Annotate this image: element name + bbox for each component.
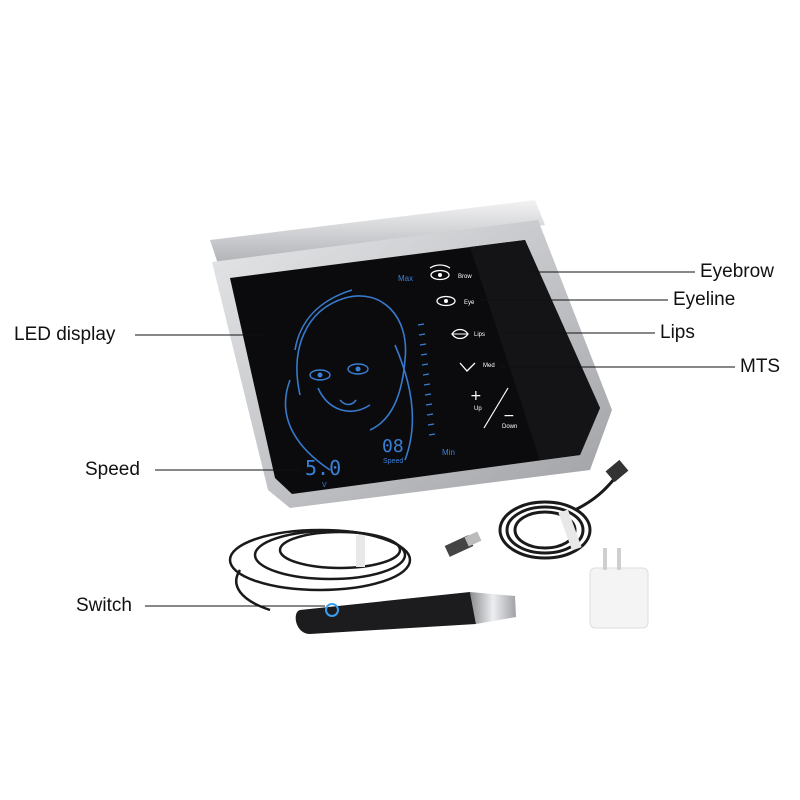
mode-label-brow: Brow: [458, 274, 472, 280]
up-label: Up: [474, 406, 482, 412]
mode-button-eye[interactable]: Eye: [436, 295, 475, 307]
tablet-device: [210, 200, 612, 508]
check-icon: [459, 362, 476, 372]
callout-lips: Lips: [660, 322, 695, 343]
mode-label-eye: Eye: [464, 300, 475, 306]
power-adapter: [589, 548, 649, 629]
minus-icon: −: [503, 408, 515, 424]
speed-readout: 08: [382, 436, 404, 457]
callout-eyebrow: Eyebrow: [700, 261, 774, 282]
up-down-divider: [483, 387, 509, 429]
pen-switch-icon[interactable]: [325, 603, 339, 617]
level-scale: [417, 323, 436, 436]
mode-button-lips[interactable]: Lips: [451, 328, 485, 340]
voltage-unit: V: [322, 482, 327, 489]
down-label: Down: [502, 424, 517, 430]
down-button[interactable]: − Down: [502, 408, 517, 430]
mode-button-med[interactable]: Med: [459, 362, 495, 372]
up-button[interactable]: + Up: [470, 388, 482, 412]
usb-cable-coil: [498, 477, 617, 560]
mode-label-lips: Lips: [474, 332, 485, 338]
face-line-art: [284, 289, 414, 471]
cable-tie-right: [558, 509, 582, 551]
face-eye-left-icon: [309, 369, 331, 381]
eye-brow-icon: [430, 269, 450, 281]
face-eye-right-icon: [347, 363, 369, 375]
usb-connector-right: [605, 459, 629, 483]
voltage-readout: 5.0: [305, 456, 341, 480]
callout-switch: Switch: [76, 595, 132, 616]
plus-icon: +: [470, 388, 482, 404]
max-label: Max: [398, 274, 413, 283]
handpiece-cable-coil: [228, 528, 412, 612]
mode-label-med: Med: [483, 363, 495, 369]
callout-speed: Speed: [85, 459, 140, 480]
handpiece-pen: [295, 592, 516, 634]
min-label: Min: [442, 448, 455, 457]
eye-icon: [436, 295, 456, 307]
callout-lines: [135, 271, 735, 607]
cable-tie-left: [356, 535, 365, 567]
callout-led-display: LED display: [14, 324, 116, 345]
callout-mts: MTS: [740, 356, 781, 377]
usb-plug-metal: [464, 531, 482, 547]
speed-label: Speed: [383, 458, 403, 465]
callout-eyeline: Eyeline: [673, 289, 736, 310]
mode-button-brow[interactable]: Brow: [429, 264, 472, 281]
